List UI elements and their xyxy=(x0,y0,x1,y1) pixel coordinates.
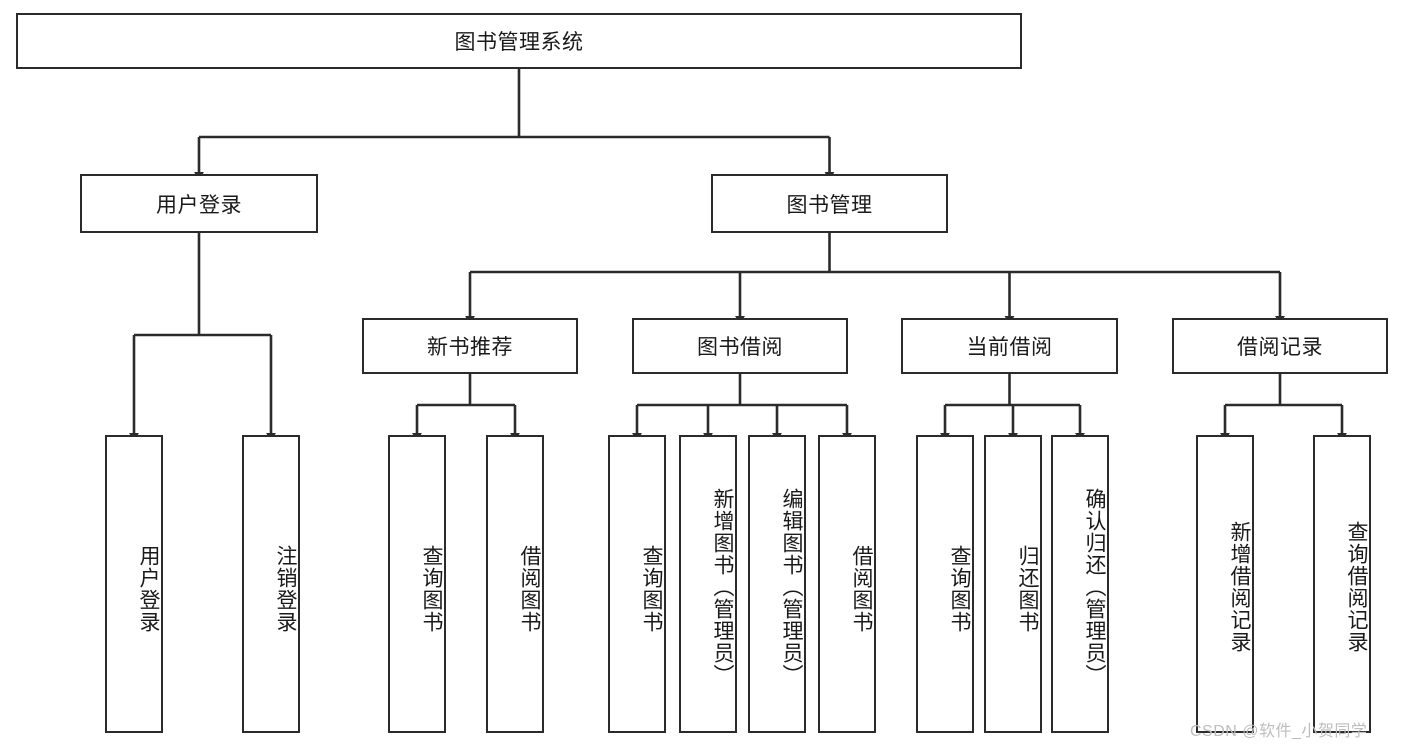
node-label: 用户登录 xyxy=(156,193,242,217)
node-label: 图书管理系统 xyxy=(454,31,584,54)
node-label: 注销登录 xyxy=(274,545,297,633)
node-label: 借阅记录 xyxy=(1237,336,1323,359)
node-leaf-logout: 注销登录 xyxy=(242,435,300,733)
node-leaf-user-login: 用户登录 xyxy=(105,435,163,733)
node-label: 查询借阅记录 xyxy=(1345,521,1368,653)
node-leaf-borrow-book: 借阅图书 xyxy=(818,435,876,733)
node-book-management: 图书管理 xyxy=(711,174,948,233)
node-label: 借阅图书 xyxy=(518,545,541,633)
node-label: 新书推荐 xyxy=(427,336,513,359)
node-leaf-borrow-book-recommend: 借阅图书 xyxy=(486,435,544,733)
node-label: 借阅图书 xyxy=(850,545,873,633)
node-leaf-edit-book-admin: 编辑图书（管理员） xyxy=(748,435,806,733)
csdn-watermark: CSDN @软件_小贺同学 xyxy=(1190,723,1368,740)
node-label: 图书借阅 xyxy=(697,336,783,359)
node-label: 图书管理 xyxy=(786,193,873,217)
node-user-login: 用户登录 xyxy=(80,174,318,233)
node-label: 查询图书 xyxy=(420,545,443,633)
node-root: 图书管理系统 xyxy=(16,13,1022,69)
node-label: 新增图书（管理员） xyxy=(711,488,734,686)
node-new-book-recommend: 新书推荐 xyxy=(362,318,578,374)
node-leaf-add-book-admin: 新增图书（管理员） xyxy=(679,435,737,733)
node-leaf-query-book-recommend: 查询图书 xyxy=(388,435,446,733)
node-label: 确认归还（管理员） xyxy=(1083,488,1106,686)
node-leaf-add-borrow-record: 新增借阅记录 xyxy=(1196,435,1254,733)
node-label: 查询图书 xyxy=(640,545,663,633)
node-leaf-query-book-borrow: 查询图书 xyxy=(608,435,666,733)
node-label: 编辑图书（管理员） xyxy=(780,488,803,686)
node-leaf-query-borrow-record: 查询借阅记录 xyxy=(1313,435,1371,733)
node-book-borrow: 图书借阅 xyxy=(632,318,848,374)
node-leaf-return-book: 归还图书 xyxy=(984,435,1042,733)
node-label: 查询图书 xyxy=(948,545,971,633)
node-label: 用户登录 xyxy=(137,545,160,633)
node-current-borrow: 当前借阅 xyxy=(901,318,1118,374)
node-leaf-confirm-return-admin: 确认归还（管理员） xyxy=(1051,435,1109,733)
node-label: 当前借阅 xyxy=(966,336,1053,359)
node-leaf-query-book-current: 查询图书 xyxy=(916,435,974,733)
node-borrow-record: 借阅记录 xyxy=(1172,318,1388,374)
node-label: 归还图书 xyxy=(1016,545,1039,633)
node-label: 新增借阅记录 xyxy=(1228,521,1251,653)
